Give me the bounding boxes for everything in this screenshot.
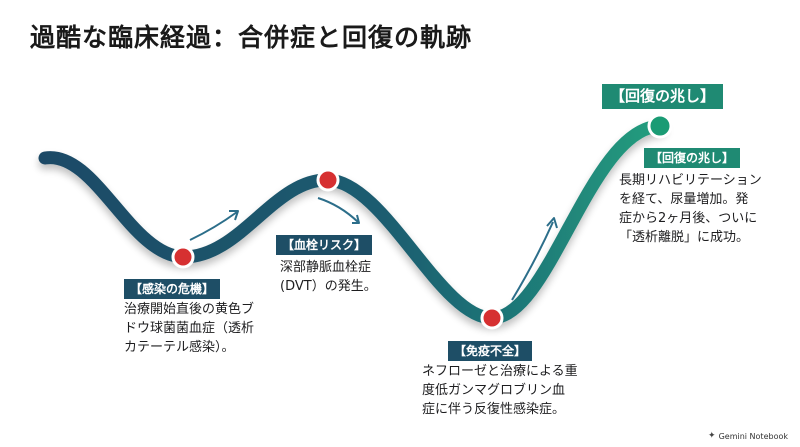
top-recovery-badge: 【回復の兆し】 [602, 84, 724, 109]
stage-recovery-text: 長期リハビリテーション を経て、尿量増加。発 症から2ヶ月後、ついに 「透析離脱… [619, 173, 762, 245]
footer-text: Gemini Notebook [718, 431, 788, 441]
sparkle-icon: ✦ [708, 431, 716, 441]
page-title: 過酷な臨床経過：合併症と回復の軌跡 [30, 23, 473, 52]
stage-thrombosis-text: 深部静脈血栓症 (DVT）の発生。 [280, 260, 377, 294]
stage-thrombosis-badge: 【血栓リスク】 [276, 235, 373, 255]
stage-infection-badge: 【感染の危機】 [124, 279, 221, 299]
footer-brand: ✦ Gemini Notebook [708, 431, 788, 441]
trend-arrow-3 [511, 217, 558, 301]
marker-infection [171, 245, 195, 269]
stage-infection-text: 治療開始直後の黄色ブ ドウ球菌菌血症（透析 カテーテル感染）。 [124, 302, 255, 355]
trend-arrow-1 [189, 210, 239, 241]
stage-immunodeficiency-badge: 【免疫不全】 [448, 341, 533, 361]
trend-arrow-2 [317, 197, 360, 224]
stage-immunodeficiency-text: ネフローゼと治療による重 度低ガンマグロブリン血 症に伴う反復性感染症。 [422, 364, 578, 417]
marker-immunodeficiency [480, 306, 504, 330]
stage-recovery-badge: 【回復の兆し】 [644, 148, 741, 168]
marker-recovery [647, 113, 673, 139]
marker-thrombosis [316, 168, 340, 192]
